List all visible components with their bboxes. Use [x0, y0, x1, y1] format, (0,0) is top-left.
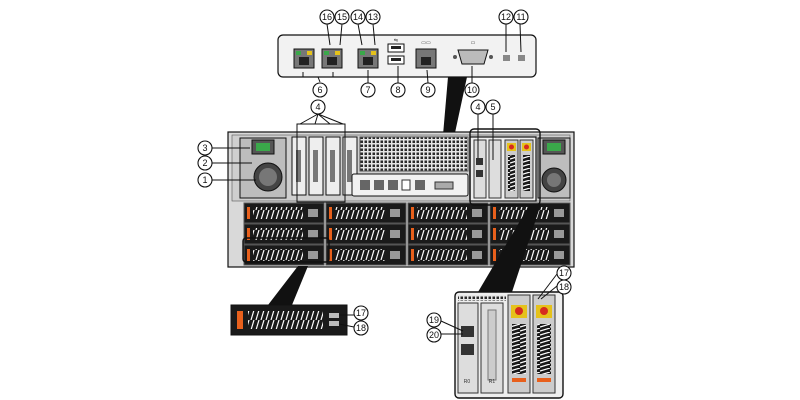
- callout-17b: 17: [556, 265, 572, 281]
- vent-mesh: [359, 136, 469, 172]
- callout-20: 20: [426, 327, 442, 343]
- drive-zoom: 17 18: [230, 266, 369, 336]
- callouts-top: 16 15 14 13 12 11 6 7 8 9 10: [302, 9, 529, 98]
- svg-text:18: 18: [356, 323, 366, 333]
- drive-bay: [325, 244, 407, 266]
- callout-14: 14: [350, 9, 366, 25]
- svg-text:14: 14: [353, 12, 363, 22]
- ethernet-port-6a: [293, 48, 315, 69]
- module-zoom: R0 R1 19 20 17 18: [426, 204, 572, 399]
- led-12: [503, 55, 510, 61]
- svg-text:10: 10: [467, 85, 477, 95]
- svg-text:7: 7: [365, 85, 370, 95]
- svg-text:▭▭: ▭▭: [421, 40, 431, 46]
- callout-5: 5: [485, 99, 501, 115]
- svg-text:17: 17: [356, 308, 366, 318]
- led-11: [518, 55, 525, 61]
- callout-6: 6: [312, 82, 328, 98]
- drive-bay: [407, 244, 489, 266]
- drive-bay: [243, 202, 325, 224]
- server-chassis: [227, 123, 575, 268]
- callout-13: 13: [365, 9, 381, 25]
- usb-ports-8: ⇋: [387, 38, 405, 65]
- svg-text:9: 9: [425, 85, 430, 95]
- svg-text:4: 4: [315, 102, 320, 112]
- svg-text:20: 20: [429, 330, 439, 340]
- svg-text:5: 5: [490, 102, 495, 112]
- pcie-highlight: [296, 123, 346, 203]
- callout-9: 9: [420, 82, 436, 98]
- callout-4b: 4: [470, 99, 486, 115]
- svg-text:15: 15: [337, 12, 347, 22]
- svg-text:6: 6: [317, 85, 322, 95]
- svg-text:R1: R1: [489, 379, 496, 385]
- svg-text:R0: R0: [464, 379, 471, 385]
- svg-text:8: 8: [395, 85, 400, 95]
- callout-16: 16: [319, 9, 335, 25]
- ethernet-port-7: [357, 48, 379, 69]
- drive-highlight: [242, 237, 330, 263]
- callout-7: 7: [360, 82, 376, 98]
- callout-11: 11: [513, 9, 529, 25]
- drive-bay: [243, 244, 325, 266]
- power-supply-left: [239, 137, 287, 199]
- svg-text:▭: ▭: [471, 40, 476, 46]
- management-port-9: ▭▭: [415, 40, 437, 69]
- drive-bay: [325, 202, 407, 224]
- connector-panel-zoom: ⇋ ▭▭ ▭: [277, 34, 537, 170]
- callout-17a: 17: [353, 305, 369, 321]
- module-highlight: [469, 128, 541, 206]
- svg-text:11: 11: [516, 12, 525, 22]
- serial-port-10: ▭: [453, 40, 493, 65]
- callout-15: 15: [334, 9, 350, 25]
- svg-text:⇋: ⇋: [394, 38, 398, 44]
- svg-text:12: 12: [501, 12, 511, 22]
- svg-text:4: 4: [475, 102, 480, 112]
- drive-bay: [325, 223, 407, 245]
- callout-10: 10: [464, 82, 480, 98]
- drive-bay: [407, 202, 489, 224]
- zoom-wedge-drive: [268, 266, 308, 305]
- zoom-wedge-module: [478, 204, 541, 292]
- svg-text:16: 16: [322, 12, 332, 22]
- svg-text:19: 19: [429, 315, 439, 325]
- chassis-connector-panel: [351, 173, 469, 197]
- ethernet-port-6b: [321, 48, 343, 69]
- callout-19: 19: [426, 312, 442, 328]
- callout-12: 12: [498, 9, 514, 25]
- callout-1: 1: [197, 172, 213, 188]
- callout-18b: 18: [556, 279, 572, 295]
- svg-text:17: 17: [559, 268, 569, 278]
- svg-text:13: 13: [368, 12, 378, 22]
- power-supply-right: [537, 137, 571, 199]
- callout-8: 8: [390, 82, 406, 98]
- callout-3: 3: [197, 140, 213, 156]
- svg-text:1: 1: [202, 175, 207, 185]
- storage-module-bay: [469, 136, 537, 202]
- callout-18a: 18: [353, 320, 369, 336]
- drive-bay: [407, 223, 489, 245]
- callout-4a: 4: [310, 99, 326, 115]
- callouts-chassis: 3 2 1 4 4 5: [197, 99, 501, 188]
- svg-text:2: 2: [202, 158, 207, 168]
- svg-text:3: 3: [202, 143, 207, 153]
- drive-bay: [243, 223, 325, 245]
- callout-2: 2: [197, 155, 213, 171]
- svg-text:18: 18: [559, 282, 569, 292]
